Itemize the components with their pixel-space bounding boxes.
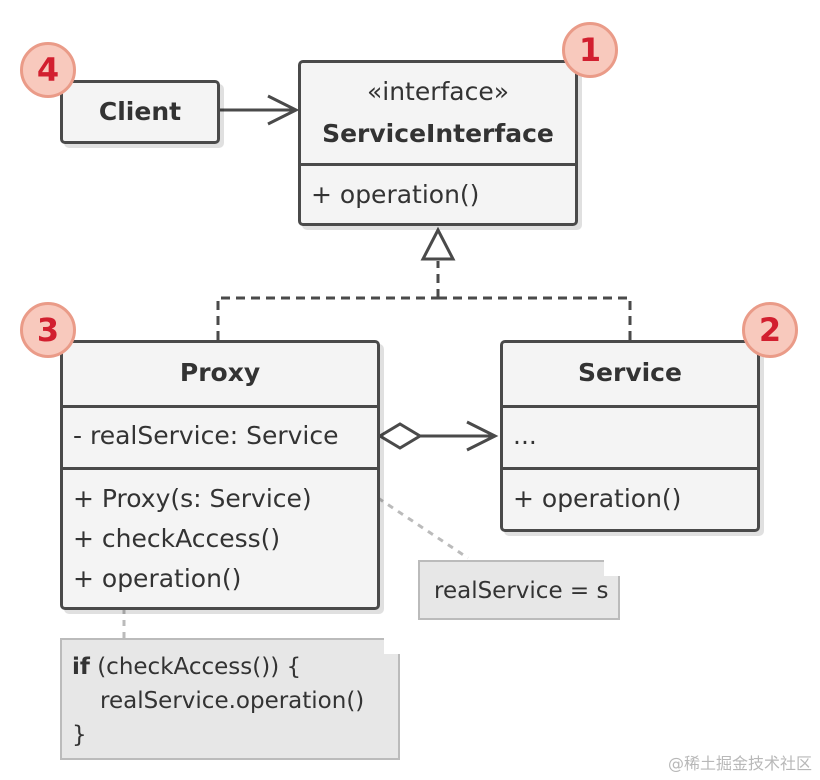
service-interface-methods-section: + operation() — [301, 163, 575, 223]
note-constructor-text: realService = s — [434, 578, 609, 604]
service-fields-section: ... — [503, 405, 757, 467]
proxy-method-operation: + operation() — [73, 564, 242, 593]
aggregation-diamond — [377, 422, 423, 450]
proxy-method-check-access: + checkAccess() — [73, 524, 281, 553]
service-method: + operation() — [513, 484, 682, 513]
proxy-fields-section: - realService: Service — [63, 405, 377, 467]
service-interface-stereotype: «interface» — [366, 77, 510, 106]
realization-triangle — [420, 226, 456, 261]
realization-line-service — [438, 296, 632, 340]
watermark: @稀土掘金技术社区 — [667, 754, 812, 773]
service-interface-name: ServiceInterface — [322, 119, 554, 148]
client-name: Client — [98, 97, 182, 126]
note-fold — [384, 638, 400, 654]
badge-service-interface: 1 — [562, 22, 618, 78]
service-interface-method: + operation() — [311, 180, 480, 209]
proxy-field: - realService: Service — [73, 421, 339, 450]
client-association-arrowhead — [267, 94, 300, 126]
badge-proxy: 3 — [20, 302, 76, 358]
proxy-method-constructor: + Proxy(s: Service) — [73, 484, 312, 513]
service-field: ... — [513, 421, 537, 450]
service-name: Service — [578, 358, 682, 387]
badge-client: 4 — [20, 42, 76, 98]
proxy-name: Proxy — [179, 358, 261, 387]
note-operation-keyword: if — [72, 654, 90, 680]
note-operation-line1: if (checkAccess()) { — [72, 652, 301, 682]
note-fold — [604, 560, 620, 576]
service-methods-section: + operation() — [503, 467, 757, 529]
note-operation-line3: } — [72, 722, 87, 748]
aggregation-arrowhead — [466, 420, 499, 452]
proxy-box: Proxy - realService: Service + Proxy(s: … — [60, 340, 380, 610]
note-operation-line2: realService.operation() — [100, 688, 365, 714]
note-constructor: realService = s — [418, 560, 620, 620]
service-box: Service ... + operation() — [500, 340, 760, 532]
realization-line-proxy — [216, 296, 438, 340]
note-operation-condition: (checkAccess()) { — [89, 654, 302, 680]
client-box: Client — [60, 80, 220, 144]
service-interface-box: «interface» ServiceInterface + operation… — [298, 60, 578, 226]
badge-service: 2 — [742, 302, 798, 358]
proxy-methods-section: + Proxy(s: Service) + checkAccess() + op… — [63, 467, 377, 607]
note-constructor-connector — [377, 496, 469, 560]
note-operation: if (checkAccess()) { realService.operati… — [60, 638, 400, 760]
